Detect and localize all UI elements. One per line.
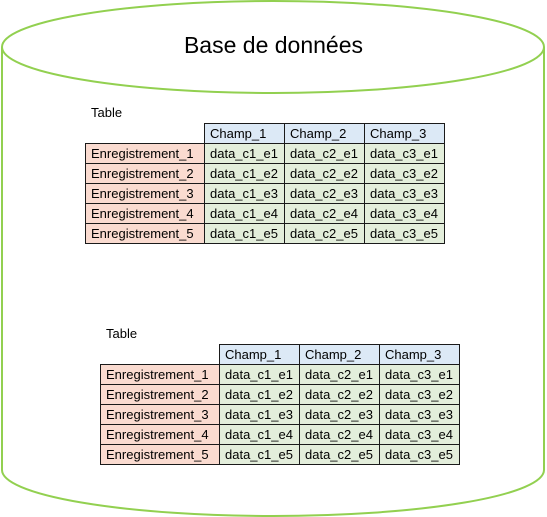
table-header-row: Champ_1 Champ_2 Champ_3	[86, 123, 445, 144]
table-cell: data_c3_e5	[364, 223, 445, 244]
table-cell: data_c2_e2	[299, 384, 380, 405]
table-cell: data_c3_e4	[379, 424, 460, 445]
table-cell: data_c1_e5	[204, 223, 285, 244]
record-label: Enregistrement_4	[100, 424, 220, 445]
table-caption: Table	[106, 326, 138, 341]
table-cell: data_c3_e1	[379, 364, 460, 385]
column-header: Champ_1	[204, 123, 285, 144]
record-label: Enregistrement_3	[85, 183, 205, 204]
table-cell: data_c2_e1	[299, 364, 380, 385]
table-cell: data_c3_e3	[379, 404, 460, 425]
table-corner	[101, 345, 220, 365]
table-cell: data_c1_e3	[219, 404, 300, 425]
record-label: Enregistrement_5	[85, 223, 205, 244]
record-label: Enregistrement_3	[100, 404, 220, 425]
table-row: Enregistrement_2 data_c1_e2 data_c2_e2 d…	[85, 163, 445, 184]
table-row: Enregistrement_3 data_c1_e3 data_c2_e3 d…	[85, 183, 445, 204]
table-row: Enregistrement_1 data_c1_e1 data_c2_e1 d…	[85, 143, 445, 164]
record-label: Enregistrement_2	[100, 384, 220, 405]
column-header: Champ_3	[364, 123, 445, 144]
table-cell: data_c3_e2	[364, 163, 445, 184]
table-cell: data_c1_e1	[204, 143, 285, 164]
database-title: Base de données	[183, 32, 364, 58]
record-label: Enregistrement_4	[85, 203, 205, 224]
column-header: Champ_2	[284, 123, 365, 144]
table-cell: data_c3_e4	[364, 203, 445, 224]
record-label: Enregistrement_1	[85, 143, 205, 164]
table-caption: Table	[91, 105, 123, 120]
table-cell: data_c1_e2	[219, 384, 300, 405]
table-row: Enregistrement_3 data_c1_e3 data_c2_e3 d…	[100, 404, 460, 425]
cylinder-top	[1, 0, 545, 94]
record-label: Enregistrement_2	[85, 163, 205, 184]
data-table: Champ_1 Champ_2 Champ_3 Enregistrement_1…	[85, 123, 445, 244]
table-cell: data_c2_e1	[284, 143, 365, 164]
table-cell: data_c1_e4	[219, 424, 300, 445]
table-cell: data_c1_e2	[204, 163, 285, 184]
column-header: Champ_3	[379, 344, 460, 365]
table-cell: data_c2_e4	[299, 424, 380, 445]
table-cell: data_c2_e2	[284, 163, 365, 184]
table-cell: data_c3_e1	[364, 143, 445, 164]
table-row: Enregistrement_5 data_c1_e5 data_c2_e5 d…	[85, 223, 445, 244]
table-cell: data_c1_e5	[219, 444, 300, 465]
table-cell: data_c1_e3	[204, 183, 285, 204]
table-cell: data_c1_e1	[219, 364, 300, 385]
table-cell: data_c3_e3	[364, 183, 445, 204]
table-cell: data_c2_e5	[299, 444, 380, 465]
table-cell: data_c2_e4	[284, 203, 365, 224]
table-row: Enregistrement_1 data_c1_e1 data_c2_e1 d…	[100, 364, 460, 385]
table-cell: data_c3_e2	[379, 384, 460, 405]
column-header: Champ_2	[299, 344, 380, 365]
record-label: Enregistrement_1	[100, 364, 220, 385]
table-corner	[86, 124, 205, 144]
column-header: Champ_1	[219, 344, 300, 365]
data-table: Champ_1 Champ_2 Champ_3 Enregistrement_1…	[100, 344, 460, 465]
table-cell: data_c2_e5	[284, 223, 365, 244]
table-cell: data_c3_e5	[379, 444, 460, 465]
table-cell: data_c2_e3	[299, 404, 380, 425]
table-header-row: Champ_1 Champ_2 Champ_3	[101, 344, 460, 365]
record-label: Enregistrement_5	[100, 444, 220, 465]
table-row: Enregistrement_4 data_c1_e4 data_c2_e4 d…	[100, 424, 460, 445]
table-cell: data_c2_e3	[284, 183, 365, 204]
table-row: Enregistrement_5 data_c1_e5 data_c2_e5 d…	[100, 444, 460, 465]
table-row: Enregistrement_4 data_c1_e4 data_c2_e4 d…	[85, 203, 445, 224]
table-cell: data_c1_e4	[204, 203, 285, 224]
table-row: Enregistrement_2 data_c1_e2 data_c2_e2 d…	[100, 384, 460, 405]
